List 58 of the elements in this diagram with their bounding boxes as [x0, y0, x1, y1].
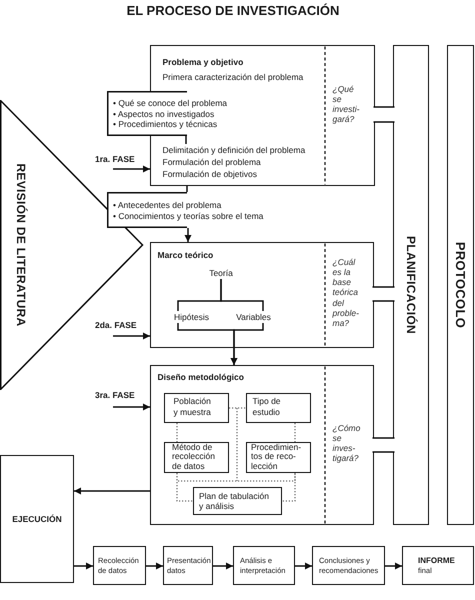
dotted-line: [176, 422, 178, 442]
panel-title: Diseño metodológico: [158, 372, 244, 382]
arrow: [74, 488, 150, 494]
list-item: • Qué se conoce del problema: [113, 98, 228, 108]
connector-channel: [372, 286, 396, 302]
panel-text: Primera caracterización del problema: [162, 72, 304, 82]
panel-title: Problema y objetivo: [162, 56, 244, 66]
component-box: Procedimien- tos de reco- lección: [246, 442, 310, 472]
question-text: ¿Cómo se inves- tigará?: [332, 422, 362, 464]
connector-line: [185, 136, 187, 144]
vertical-label: PLANIFICACIÓN: [404, 236, 418, 334]
arrow: [146, 562, 163, 570]
stage-panel: [150, 242, 374, 348]
vertical-label: REVISIÓN DE LITERATURA: [14, 163, 28, 327]
list-item: • Antecedentes del problema: [113, 200, 222, 210]
diagram-title: EL PROCESO DE INVESTIGACIÓN: [126, 3, 340, 19]
vertical-label: PROTOCOLO: [453, 242, 468, 328]
concept-label: Hipótesis: [172, 310, 210, 322]
dotted-line: [294, 422, 296, 442]
edge-label: 2da. FASE: [95, 320, 137, 330]
list-text: Formulación del problema: [162, 156, 261, 168]
arrow: [74, 562, 93, 570]
stage-panel: [150, 365, 374, 525]
component-box: Método de recolección de datos: [164, 442, 228, 472]
question-text: ¿Qué se investi- gará?: [332, 84, 360, 125]
concept-label: Variables: [234, 310, 272, 322]
connector-channel: [372, 437, 396, 453]
vertical-bar: [447, 45, 474, 525]
dotted-line: [282, 472, 296, 502]
list-item: • Procedimientos y técnicas: [113, 119, 218, 130]
arrow: [295, 562, 312, 570]
arrow: [184, 228, 192, 242]
connector-line: [186, 186, 188, 192]
vertical-bar: [393, 45, 429, 525]
panel-title: Marco teórico: [158, 250, 214, 260]
component-box: Tipo de estudio: [246, 392, 310, 422]
arrow: [385, 562, 402, 570]
component-box: Población y muestra: [164, 392, 228, 422]
arrow: [113, 332, 150, 340]
dotted-line: [176, 408, 296, 482]
list-text: Delimitación y definición del problema: [162, 144, 306, 156]
list-text: Formulación de objetivos: [162, 168, 257, 180]
arrow: [113, 166, 150, 172]
arrow: [230, 323, 264, 365]
step-box: [402, 546, 474, 585]
concept-label: Teoría: [208, 266, 234, 278]
edge-label: 3ra. FASE: [95, 390, 135, 400]
connector-channel: [372, 106, 396, 123]
question-text: ¿Cuál es la base teórica del proble- ma?: [332, 256, 360, 329]
list-item: • Conocimientos y teorías sobre el tema: [113, 210, 264, 221]
arrow: [113, 404, 150, 410]
connector-line: [220, 279, 264, 311]
component-box: Plan de tabulación y análisis: [192, 486, 282, 514]
step-title: INFORME: [418, 556, 455, 566]
stage-box: EJECUCIÓN: [0, 455, 74, 583]
list-item: • Aspectos no investigados: [113, 108, 214, 119]
arrow: [213, 562, 233, 570]
edge-label: 1ra. FASE: [95, 154, 135, 164]
